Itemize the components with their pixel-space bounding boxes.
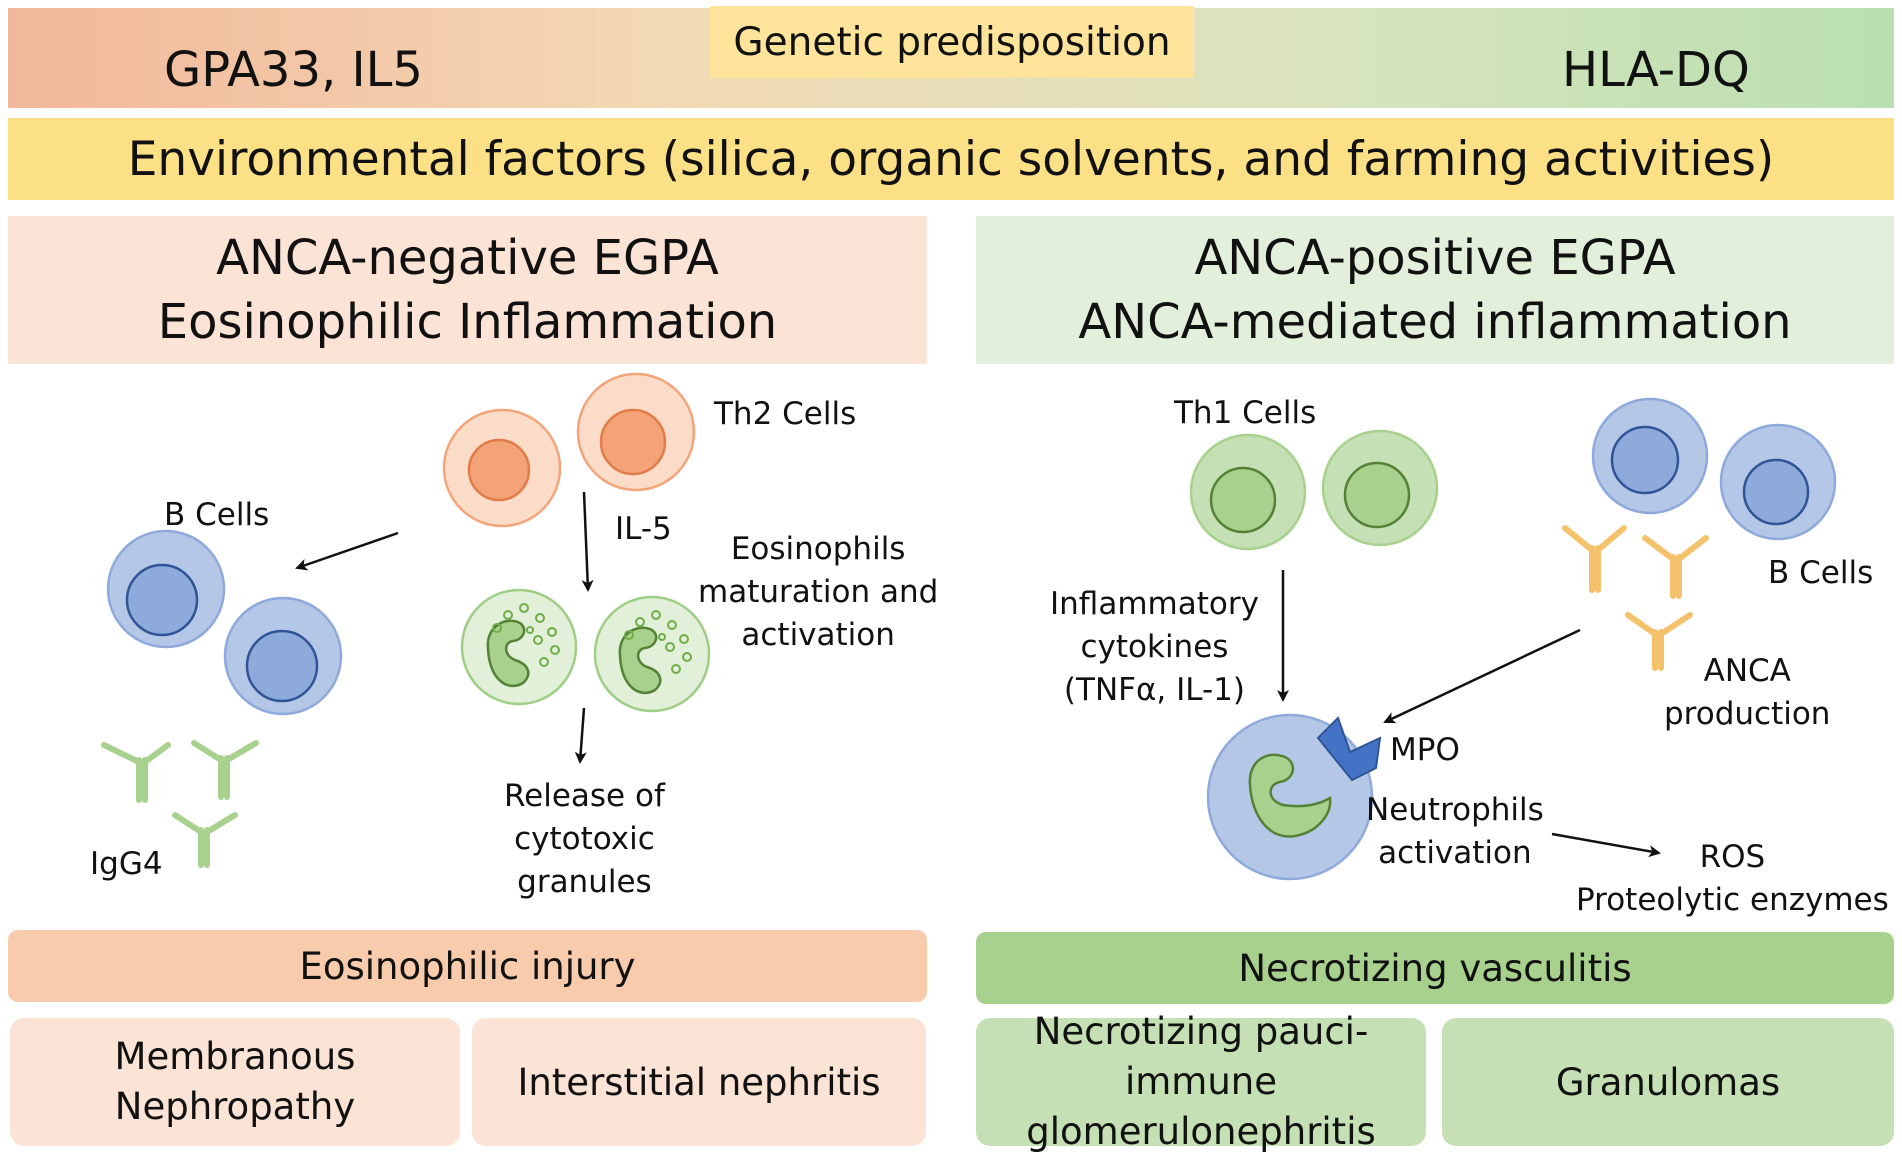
cytokines-label: Inflammatory cytokines (TNFα, IL-1) [1050,586,1259,708]
th1-cells-label: Th1 Cells [1174,395,1317,431]
th2-to-b-cells-arrow [295,531,399,571]
anca-to-neutrophil-arrow [1383,628,1581,724]
neutrophil-icon [1206,713,1374,881]
left-panel-title: ANCA-negative EGPA Eosinophilic Inflamma… [8,216,927,364]
right-title-line2: ANCA-mediated inflammation [1078,294,1792,350]
release-granules-label: Release of cytotoxic granules [504,778,665,900]
mpo-label: MPO [1390,732,1460,768]
granules-arrow [574,707,587,764]
b-cells-label-right: B Cells [1768,555,1874,591]
mpo-receptor-icon [1316,716,1382,782]
environmental-bar: Environmental factors (silica, organic s… [8,118,1894,200]
genetic-title: Genetic predisposition [710,6,1194,78]
anca-antibody-icon [1562,525,1627,593]
b-cell-icon [1719,423,1837,541]
igg4-antibody-icon [172,812,238,868]
b-cells-label-left: B Cells [164,497,270,533]
eosinophil-icon [460,588,578,706]
b-cell-icon [106,529,226,649]
neutrophil-to-ros-arrow [1551,832,1661,858]
th2-cells-label: Th2 Cells [714,396,857,432]
eosinophil-icon [593,595,711,713]
ros-label: ROS Proteolytic enzymes [1576,839,1889,918]
igg4-antibody-icon [191,740,259,800]
b-cell-icon [223,596,343,716]
igg4-label: IgG4 [90,846,163,882]
anca-antibody-icon [1625,612,1693,671]
th2-cell-icon [576,372,696,492]
right-title-line1: ANCA-positive EGPA [1194,230,1676,286]
granulomas-box: Granulomas [1442,1018,1894,1146]
il5-label: IL-5 [615,511,672,547]
eosinophilic-injury-box: Eosinophilic injury [8,930,927,1002]
neutrophils-activation-label: Neutrophils activation [1366,792,1544,871]
genetic-right-genes: HLA-DQ [1562,42,1750,98]
necrotizing-glomerulonephritis-box: Necrotizing pauci-immune glomerulonephri… [976,1010,1426,1153]
b-cell-icon [1591,397,1709,515]
genetic-left-genes: GPA33, IL5 [164,42,423,98]
th1-cell-icon [1189,433,1307,551]
necrotizing-vasculitis-box: Necrotizing vasculitis [976,932,1894,1004]
eosinophils-label: Eosinophils maturation and activation [698,531,939,653]
right-panel-title: ANCA-positive EGPA ANCA-mediated inflamm… [976,216,1894,364]
interstitial-nephritis-box: Interstitial nephritis [472,1018,926,1146]
th2-cell-icon [442,408,562,528]
anca-antibody-icon [1642,535,1709,599]
il5-arrow [581,491,594,592]
th1-cell-icon [1321,429,1439,547]
anca-production-label: ANCA production [1664,653,1831,732]
membranous-nephropathy-box: Membranous Nephropathy [10,1018,460,1146]
left-title-line2: Eosinophilic Inflammation [157,294,778,350]
left-title-line1: ANCA-negative EGPA [216,230,719,286]
igg4-antibody-icon [101,742,171,803]
